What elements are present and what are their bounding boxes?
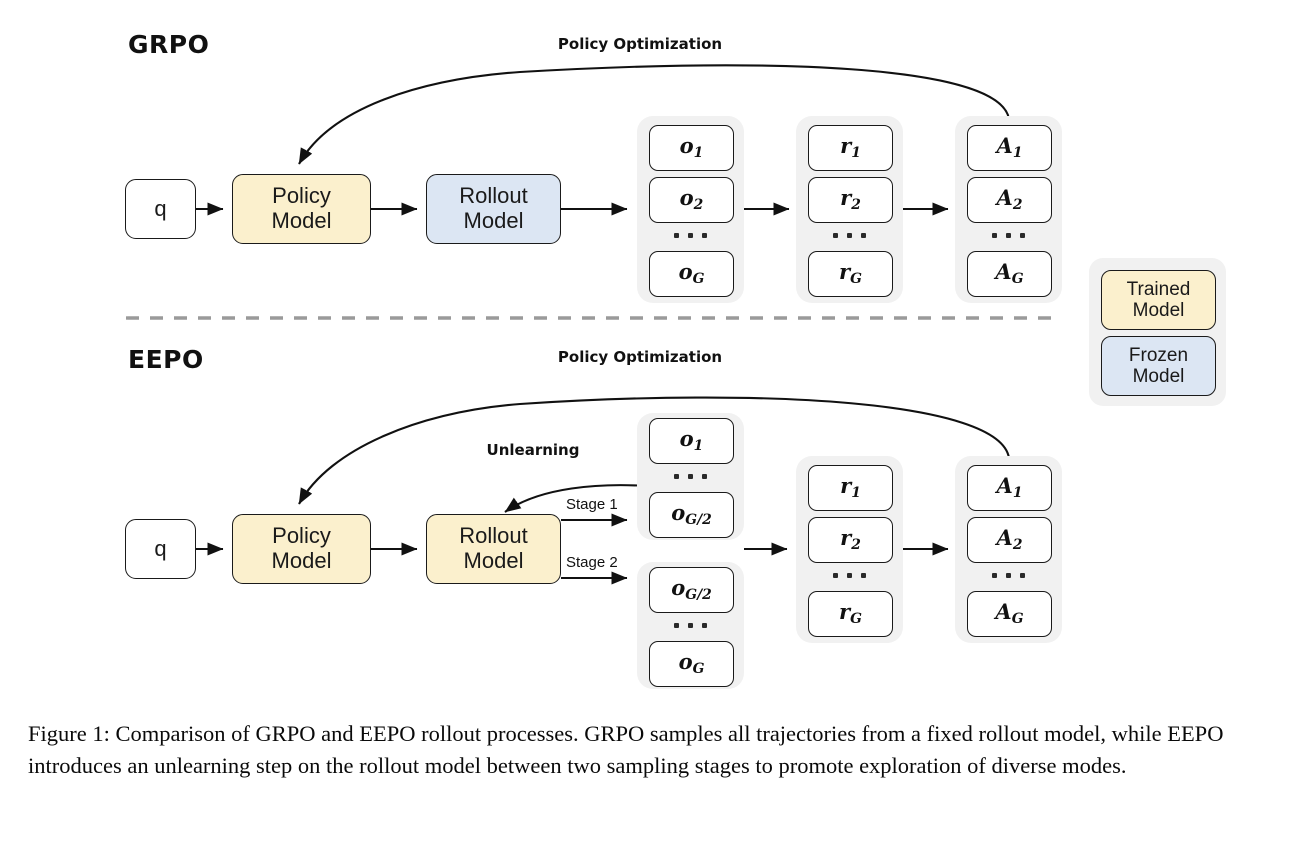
- outputs-item-1: o1: [649, 124, 734, 171]
- eepo-rewards-group: r1 r2 rG: [796, 456, 903, 643]
- legend-trained-model-swatch: Trained Model: [1101, 270, 1216, 330]
- eepo-rollout-model-label: Rollout Model: [459, 523, 528, 573]
- grpo-policy-model-node: Policy Model: [232, 174, 371, 244]
- advantages-ellipsis: [967, 221, 1050, 251]
- stage-1-outputs-ellipsis: [649, 462, 732, 492]
- outputs-item-2-symbol: o2: [679, 184, 704, 213]
- advantages-item-1-symbol: A1: [996, 472, 1023, 501]
- eepo-policy-model-node: Policy Model: [232, 514, 371, 584]
- eepo-policy-optimization-label: Policy Optimization: [557, 348, 723, 366]
- rewards-item-3: rG: [808, 590, 893, 637]
- rewards-item-3: rG: [808, 250, 893, 297]
- grpo-policy-model-label: Policy Model: [271, 183, 332, 233]
- rewards-item-3-symbol: rG: [839, 598, 862, 627]
- stage-1-outputs-item-2: oG/2: [649, 491, 734, 538]
- eepo-query-node: q: [125, 519, 196, 579]
- rewards-ellipsis: [808, 221, 891, 251]
- stage-2-outputs-item-2-symbol: oG: [678, 648, 705, 677]
- advantages-item-3-symbol: AG: [995, 258, 1024, 287]
- rewards-item-2: r2: [808, 516, 893, 563]
- rewards-item-1-symbol: r1: [840, 472, 861, 501]
- legend-trained-model-label: Trained Model: [1126, 278, 1191, 321]
- advantages-item-3-symbol: AG: [995, 598, 1024, 627]
- rewards-item-1: r1: [808, 124, 893, 171]
- eepo-stage2-outputs-group: oG/2 oG: [637, 562, 744, 689]
- eepo-rollout-model-node: Rollout Model: [426, 514, 561, 584]
- stage-2-outputs-item-2: oG: [649, 640, 734, 687]
- advantages-item-2: A2: [967, 176, 1052, 223]
- eepo-query-label: q: [154, 535, 167, 561]
- outputs-item-1-symbol: o1: [679, 132, 704, 161]
- outputs-item-3: oG: [649, 250, 734, 297]
- grpo-rollout-model-label: Rollout Model: [459, 183, 528, 233]
- legend-panel: Trained Model Frozen Model: [1089, 258, 1226, 406]
- eepo-stage1-label: Stage 1: [566, 496, 618, 513]
- stage-1-outputs-item-1: o1: [649, 417, 734, 464]
- grpo-outputs-group: o1 o2 oG: [637, 116, 744, 303]
- advantages-item-2: A2: [967, 516, 1052, 563]
- grpo-section-title: GRPO: [128, 30, 210, 59]
- stage-2-outputs-item-1-symbol: oG/2: [671, 574, 712, 603]
- rewards-item-2-symbol: r2: [840, 184, 861, 213]
- rewards-item-1-symbol: r1: [840, 132, 861, 161]
- legend-frozen-model-swatch: Frozen Model: [1101, 336, 1216, 396]
- advantages-ellipsis: [967, 561, 1050, 591]
- eepo-section-title: EEPO: [128, 345, 204, 374]
- rewards-item-3-symbol: rG: [839, 258, 862, 287]
- stage-1-outputs-item-2-symbol: oG/2: [671, 499, 712, 528]
- advantages-item-1: A1: [967, 464, 1052, 511]
- advantages-item-1: A1: [967, 124, 1052, 171]
- grpo-policy-optimization-label: Policy Optimization: [557, 35, 723, 53]
- eepo-policy-model-label: Policy Model: [271, 523, 332, 573]
- eepo-stage2-label: Stage 2: [566, 554, 618, 571]
- stage-1-outputs-item-1-symbol: o1: [679, 425, 704, 454]
- advantages-item-3: AG: [967, 250, 1052, 297]
- figure-caption: Figure 1: Comparison of GRPO and EEPO ro…: [28, 721, 1224, 778]
- rewards-ellipsis: [808, 561, 891, 591]
- outputs-item-2: o2: [649, 176, 734, 223]
- grpo-rewards-group: r1 r2 rG: [796, 116, 903, 303]
- advantages-item-2-symbol: A2: [996, 184, 1023, 213]
- eepo-stage1-outputs-group: o1 oG/2: [637, 413, 744, 540]
- stage-2-outputs-ellipsis: [649, 611, 732, 641]
- grpo-rollout-model-node: Rollout Model: [426, 174, 561, 244]
- outputs-ellipsis: [649, 221, 732, 251]
- advantages-item-2-symbol: A2: [996, 524, 1023, 553]
- grpo-query-label: q: [154, 195, 167, 221]
- rewards-item-1: r1: [808, 464, 893, 511]
- advantages-item-1-symbol: A1: [996, 132, 1023, 161]
- rewards-item-2: r2: [808, 176, 893, 223]
- advantages-item-3: AG: [967, 590, 1052, 637]
- grpo-query-node: q: [125, 179, 196, 239]
- rewards-item-2-symbol: r2: [840, 524, 861, 553]
- eepo-unlearning-label: Unlearning: [486, 441, 580, 459]
- legend-frozen-model-label: Frozen Model: [1128, 344, 1189, 387]
- stage-2-outputs-item-1: oG/2: [649, 566, 734, 613]
- outputs-item-3-symbol: oG: [678, 258, 705, 287]
